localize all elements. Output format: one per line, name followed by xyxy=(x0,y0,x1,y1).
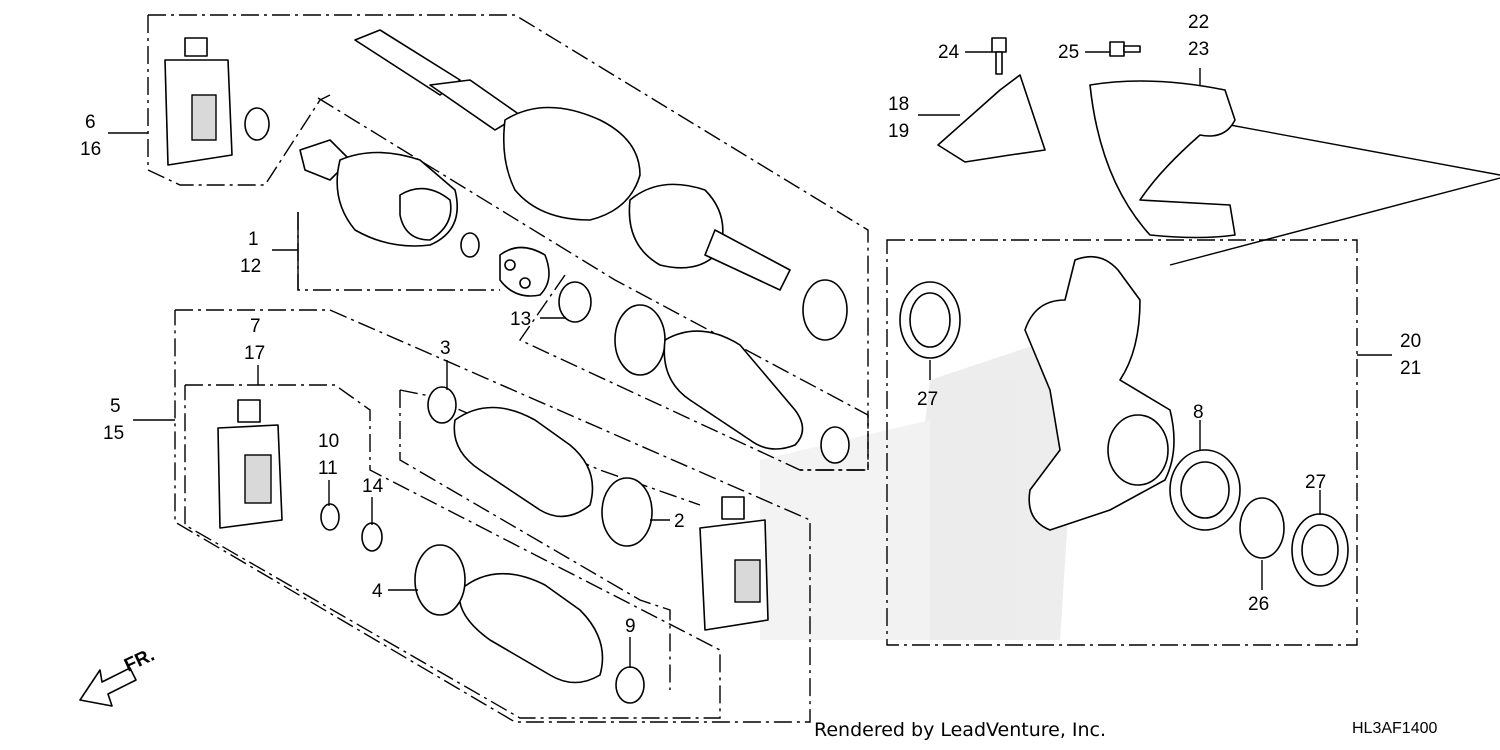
callout-14: 14 xyxy=(362,476,384,497)
snap-ring-small xyxy=(460,232,480,258)
callout-1: 1 xyxy=(248,229,259,250)
callout-6: 6 xyxy=(85,112,96,133)
bolt-25 xyxy=(1109,41,1141,57)
bolt-24 xyxy=(991,37,1007,75)
oil-seal-27-right xyxy=(1291,513,1349,587)
inner-boot xyxy=(663,330,804,450)
callout-17: 17 xyxy=(244,343,265,364)
boot-middle xyxy=(453,406,594,518)
grease-bottle-upper xyxy=(164,37,233,166)
leader-lines xyxy=(108,51,1392,668)
snap-ring-10 xyxy=(320,503,340,531)
callout-27-left: 27 xyxy=(917,389,938,410)
oil-seal-27-left xyxy=(899,281,961,359)
callout-13: 13 xyxy=(510,309,531,330)
circlip-13 xyxy=(558,281,592,323)
clamp-small-upper xyxy=(820,426,850,464)
callout-15: 15 xyxy=(103,423,124,444)
clamp-3 xyxy=(427,386,457,424)
callout-22: 22 xyxy=(1188,12,1209,33)
callout-9: 9 xyxy=(625,616,636,637)
cover-22 xyxy=(1089,80,1236,239)
callout-26: 26 xyxy=(1248,594,1269,615)
callout-27-right: 27 xyxy=(1305,472,1326,493)
clamp-2 xyxy=(601,477,653,547)
inner-joint-housing xyxy=(299,139,459,247)
callout-4: 4 xyxy=(372,581,383,602)
grease-bottle-lower-right xyxy=(699,496,769,631)
callout-12: 12 xyxy=(240,256,261,277)
callout-16: 16 xyxy=(80,139,101,160)
callout-19: 19 xyxy=(888,121,909,142)
callout-10: 10 xyxy=(318,431,339,452)
clamp-upper-right xyxy=(802,279,848,341)
callout-18: 18 xyxy=(888,94,909,115)
clamp-4 xyxy=(414,544,466,616)
callout-25: 25 xyxy=(1058,42,1079,63)
callout-5: 5 xyxy=(110,396,121,417)
callout-8: 8 xyxy=(1193,402,1204,423)
drive-shaft-assembly xyxy=(354,29,791,291)
callout-11: 11 xyxy=(318,458,338,479)
front-direction-arrow: FR. xyxy=(79,645,158,707)
boot-lower xyxy=(458,572,604,684)
diagram-code: HL3AF1400 xyxy=(1352,720,1438,737)
callout-2: 2 xyxy=(674,511,685,532)
bearing-8 xyxy=(1169,449,1241,531)
circlip-26 xyxy=(1239,497,1285,559)
ring-14 xyxy=(361,522,383,552)
callout-labels: 6 16 1 12 13 7 17 5 15 3 10 11 14 2 4 9 … xyxy=(80,12,1421,637)
render-credit: Rendered by LeadVenture, Inc. xyxy=(814,719,1107,741)
guard-18 xyxy=(937,74,1046,163)
callout-20: 20 xyxy=(1400,331,1421,352)
tripod-joint xyxy=(499,246,550,297)
callout-7: 7 xyxy=(250,316,261,337)
grease-bottle-lower-left xyxy=(217,399,283,529)
callout-23: 23 xyxy=(1188,39,1209,60)
callout-3: 3 xyxy=(440,338,451,359)
knuckle-bore xyxy=(1107,414,1169,486)
snap-ring-upper xyxy=(244,107,270,141)
clamp-9 xyxy=(615,666,645,704)
clamp-upper-left xyxy=(614,304,666,376)
watermark xyxy=(760,330,1080,640)
callout-21: 21 xyxy=(1400,358,1421,379)
callout-24: 24 xyxy=(938,42,960,63)
